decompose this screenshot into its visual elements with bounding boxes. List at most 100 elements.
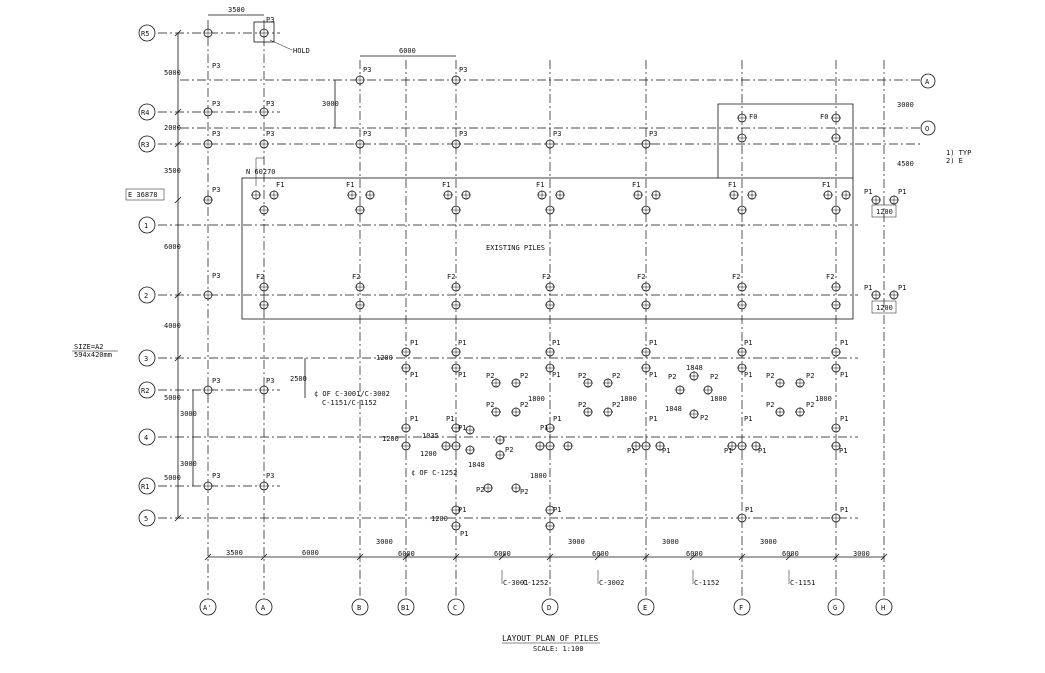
- dim-3000: 3000: [322, 100, 339, 108]
- pile-F1: [269, 190, 279, 200]
- pile-P1: [401, 441, 411, 451]
- pile-P2: [491, 407, 501, 417]
- pile-label-P3: P3: [212, 100, 220, 108]
- east-note: E 36878: [128, 191, 158, 199]
- row-bubble-label: 5: [144, 515, 148, 523]
- existing-piles-extension: [717, 103, 854, 178]
- left-inner-dim-value: 3000: [180, 410, 197, 418]
- dim-1200-a: 1200: [376, 354, 393, 362]
- row-bubble-label: 1: [144, 222, 148, 230]
- bottom-dim-tick: [452, 553, 460, 561]
- existing-piles-boundary: [241, 177, 854, 320]
- left-dim-value: 6000: [164, 243, 181, 251]
- pile-label-P2: P2: [710, 373, 718, 381]
- cl-note-1: ¢ OF C-3001/C-3002: [314, 390, 390, 398]
- pile-P3: [451, 75, 461, 85]
- pile-label-P1: P1: [458, 371, 466, 379]
- dim-box-1: [871, 204, 897, 218]
- col-bubble-D: D: [541, 598, 559, 616]
- dim-right-1200-a: 1200: [876, 208, 893, 216]
- dim-right-3000: 3000: [897, 101, 914, 109]
- pile-label-P3: P3: [212, 186, 220, 194]
- pile-F1: [443, 190, 453, 200]
- east-note-box: [125, 188, 165, 201]
- pile-label-P3: P3: [212, 62, 220, 70]
- pile-label-P3: P3: [459, 130, 467, 138]
- col-bubble-E: E: [637, 598, 655, 616]
- pile-label-P1: P1: [458, 506, 466, 514]
- pile-P1: [545, 521, 555, 531]
- pile-label-P1: P1: [410, 339, 418, 347]
- pile-P1: [889, 290, 899, 300]
- pile-label-P3: P3: [553, 130, 561, 138]
- pile-F2: [831, 300, 841, 310]
- pile-label-P2: P2: [578, 372, 586, 380]
- pile-label-P3: P3: [363, 66, 371, 74]
- pile-P3: [203, 28, 213, 38]
- row-bubble-R2: R2: [138, 381, 156, 399]
- pile-P3: [203, 290, 213, 300]
- row-bubble-label: R5: [141, 30, 149, 38]
- pile-P1: [451, 521, 461, 531]
- row-bubble-R1: R1: [138, 477, 156, 495]
- row-bubble-label: R2: [141, 387, 149, 395]
- hold-box: [253, 21, 275, 43]
- note-typ1: 1) TYP: [946, 149, 971, 157]
- pile-F2: [451, 300, 461, 310]
- pile-F2: [451, 282, 461, 292]
- pile-P2: [491, 378, 501, 388]
- pile-P1: [871, 290, 881, 300]
- dim-box-2: [871, 300, 897, 314]
- pile-F2: [259, 300, 269, 310]
- col-bubble-H: H: [875, 598, 893, 616]
- col-bubble-label: A': [203, 604, 211, 612]
- bottom-dim-tick: [402, 553, 410, 561]
- pile-label-P2: P2: [668, 373, 676, 381]
- bottom-dim-value: 3000: [760, 538, 777, 546]
- pile-label-P2: P2: [578, 401, 586, 409]
- pile-F1: [251, 190, 261, 200]
- bottom-dim-value: 6000: [782, 550, 799, 558]
- pile-P3: [203, 385, 213, 395]
- pile-label-F2: F2: [732, 273, 740, 281]
- bottom-dim-value: 3500: [226, 549, 243, 557]
- pile-F1: [641, 205, 651, 215]
- bottom-dim-tick: [260, 553, 268, 561]
- pile-F1: [347, 190, 357, 200]
- bottom-dim-value: 6000: [302, 549, 319, 557]
- north-note: N 60270: [246, 168, 276, 176]
- row-bubble-label: 2: [144, 292, 148, 300]
- pile-P2: [495, 450, 505, 460]
- left-dim-value: 5000: [164, 394, 181, 402]
- pile-P2: [689, 409, 699, 419]
- pile-label-P2: P2: [612, 372, 620, 380]
- bottom-dim-tick: [880, 553, 888, 561]
- pile-P2: [795, 378, 805, 388]
- pile-F1: [831, 205, 841, 215]
- bottom-dim-tick: [642, 553, 650, 561]
- pile-label-P1: P1: [898, 188, 906, 196]
- bottom-dim-tick: [356, 553, 364, 561]
- pile-P3: [545, 139, 555, 149]
- pile-label-P1: P1: [864, 284, 872, 292]
- col-bubble-A: A: [255, 598, 273, 616]
- pile-label-P2: P2: [505, 446, 513, 454]
- bottom-dim-tick: [738, 553, 746, 561]
- pile-label-F0: F0: [820, 113, 828, 121]
- pile-F1: [633, 190, 643, 200]
- c-note-1b: C-1252: [523, 579, 548, 587]
- pile-F1: [545, 205, 555, 215]
- pile-label-P1: P1: [840, 506, 848, 514]
- pile-P1: [737, 513, 747, 523]
- pile-P1: [831, 363, 841, 373]
- pile-F1: [461, 190, 471, 200]
- pile-P1: [451, 505, 461, 515]
- note-typ2: 2) E: [946, 157, 963, 165]
- pile-F2: [831, 282, 841, 292]
- pile-P1: [545, 363, 555, 373]
- existing-piles-label: EXISTING PILES: [486, 244, 545, 252]
- bottom-dim-value: 6000: [398, 550, 415, 558]
- dim-1200-c: 1200: [431, 515, 448, 523]
